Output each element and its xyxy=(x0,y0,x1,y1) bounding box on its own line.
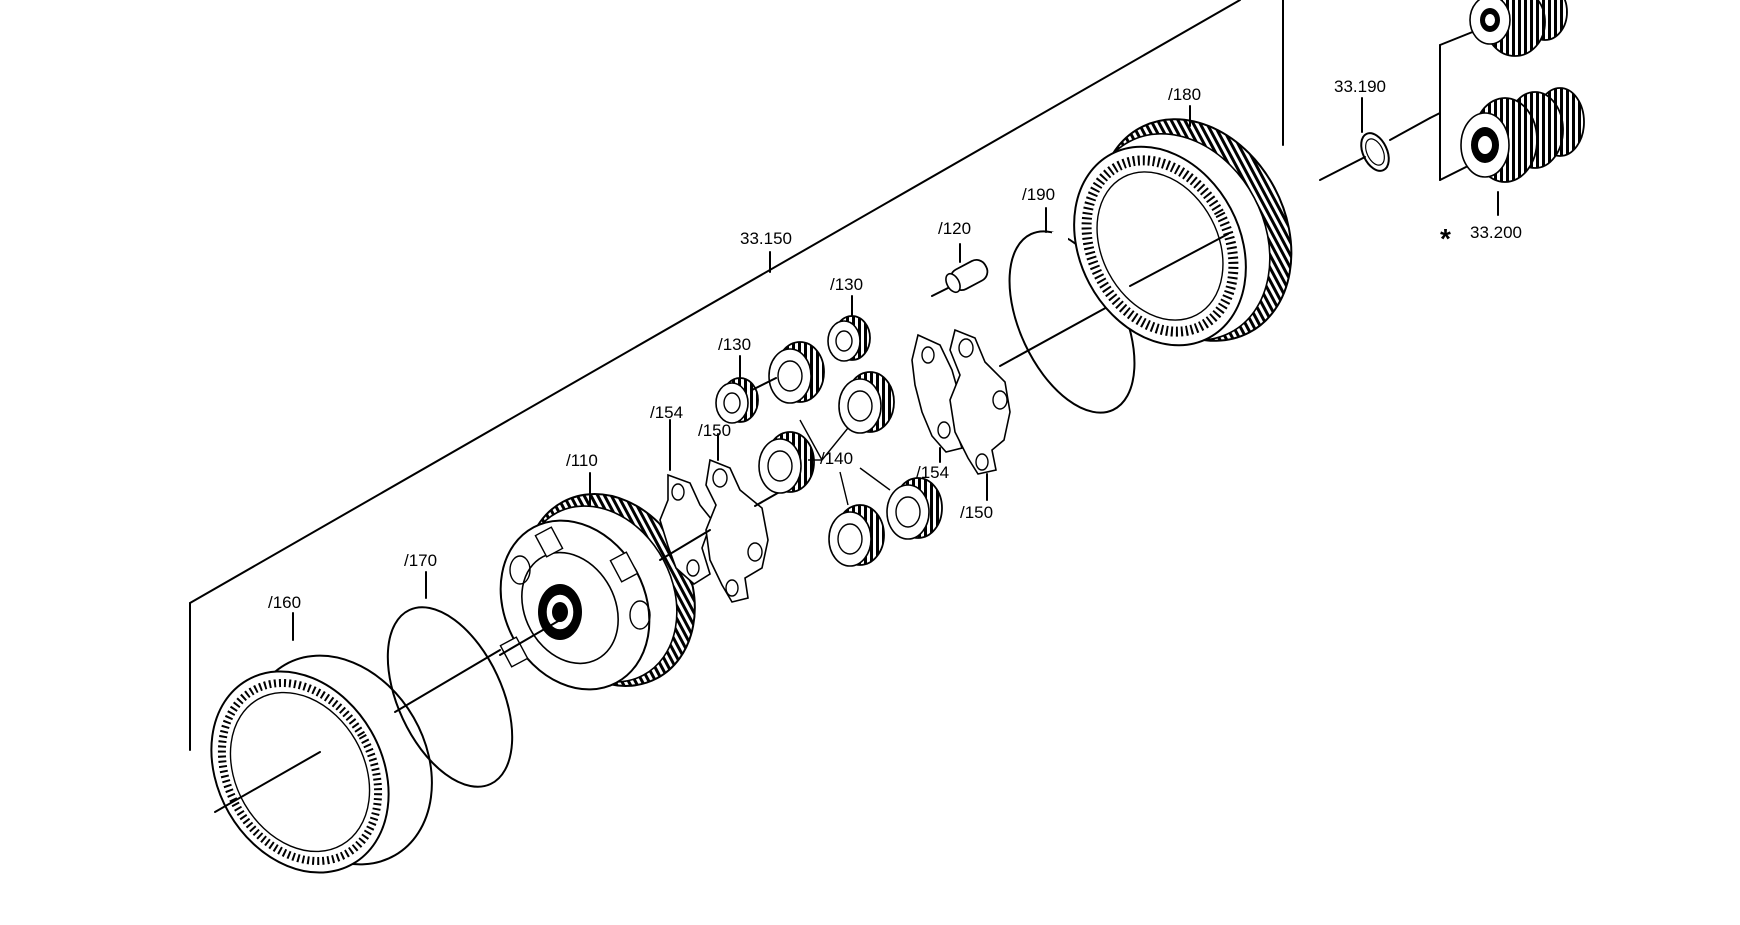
label-120: /120 xyxy=(938,219,971,238)
label-190: /190 xyxy=(1022,185,1055,204)
washer-33-190 xyxy=(1319,97,1431,181)
label-180: /180 xyxy=(1168,85,1201,104)
gear-cluster-upper xyxy=(1469,0,1568,57)
planet-carrier-110 xyxy=(499,472,696,691)
leader-lines-140 xyxy=(799,419,891,506)
label-154-right: /154 xyxy=(916,463,949,482)
thrust-washer-150-left xyxy=(659,433,791,603)
planet-gear-140-b xyxy=(838,371,895,434)
pin-120 xyxy=(931,243,989,297)
thrust-washer-150-right xyxy=(949,328,1011,501)
snap-ring-170 xyxy=(386,571,514,788)
gearset-33-200 xyxy=(1429,0,1585,216)
planet-gear-140-d xyxy=(828,504,885,567)
gear-cluster-lower xyxy=(1460,87,1585,183)
label-154-left: /154 xyxy=(650,403,683,422)
label-140: /140 xyxy=(820,449,853,468)
label-150-right: /150 xyxy=(960,503,993,522)
planet-gear-140-a xyxy=(751,341,825,404)
ring-gear-180 xyxy=(1073,105,1293,347)
planet-gear-140-c xyxy=(758,431,815,494)
label-washer-33-190: 33.190 xyxy=(1334,77,1386,96)
label-gearset-33-200: 33.200 xyxy=(1470,223,1522,242)
planet-gear-140-e xyxy=(886,477,943,540)
label-assembly-33-150: 33.150 xyxy=(740,229,792,248)
assembly-bracket xyxy=(189,0,1284,751)
planet-gear-130-a xyxy=(715,355,759,424)
label-150-left: /150 xyxy=(698,421,731,440)
ring-gear-160 xyxy=(210,612,433,874)
label-130-left: /130 xyxy=(718,335,751,354)
label-170: /170 xyxy=(404,551,437,570)
label-130-right: /130 xyxy=(830,275,863,294)
gearset-asterisk: * xyxy=(1440,223,1451,254)
planet-gear-130-b xyxy=(827,295,871,362)
label-160: /160 xyxy=(268,593,301,612)
part-labels: 33.150 /160 /170 /110 /154 /150 /130 /13… xyxy=(268,77,1522,612)
label-110: /110 xyxy=(566,451,598,470)
thrust-washer-154-right xyxy=(911,333,964,463)
thrust-washer-154-left xyxy=(659,419,713,585)
